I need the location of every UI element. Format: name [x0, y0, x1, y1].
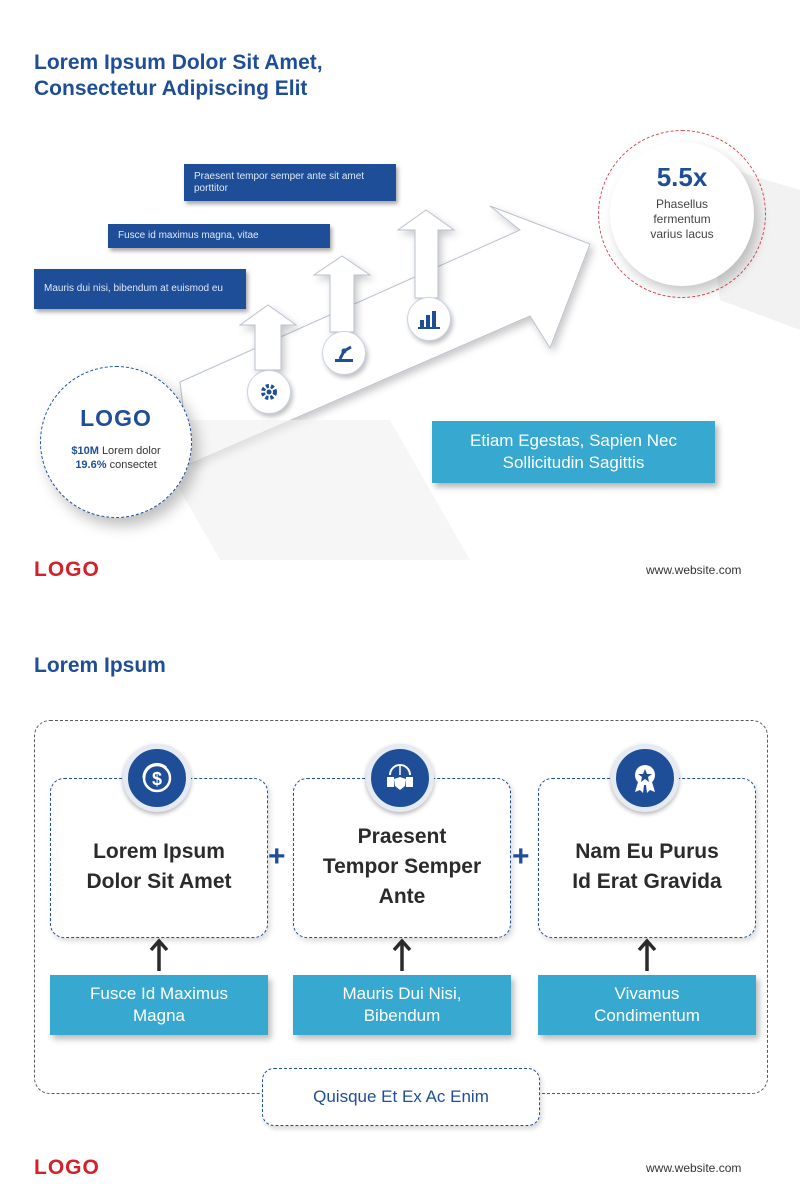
stat2-value: 19.6%: [75, 459, 107, 471]
card-3: Nam Eu Purus Id Erat Gravida: [538, 778, 756, 938]
callout-praesent-text: Praesent tempor semper ante sit amet por…: [194, 170, 365, 194]
target-ring: [598, 130, 766, 298]
callout-mauris-text: Mauris dui nisi, bibendum at euismod eu: [44, 283, 223, 294]
website-link-2[interactable]: www.website.com: [646, 1161, 742, 1175]
company-stats: $10M Lorem dolor 19.6% consectet: [41, 444, 191, 472]
callout-mauris: Mauris dui nisi, bibendum at euismod eu: [34, 269, 246, 309]
card-1-text: Lorem Ipsum Dolor Sit Amet: [86, 840, 232, 893]
slide1-title: Lorem Ipsum Dolor Sit Amet, Consectetur …: [34, 51, 323, 100]
arrow-up-icon: [149, 938, 169, 971]
arrow-up-icon: [392, 938, 412, 971]
callout-praesent: Praesent tempor semper ante sit amet por…: [184, 164, 396, 201]
target-value: 5.5x: [656, 162, 708, 192]
card-2: Praesent Tempor Semper Ante: [293, 778, 511, 938]
robot-arm-icon: [322, 331, 366, 375]
bottom-box-text: Quisque Et Ex Ac Enim: [313, 1087, 489, 1106]
award-badge-icon: [611, 744, 679, 812]
target-label: Phasellus fermentum varius lacus: [650, 197, 714, 241]
footer-logo-2: LOGO: [34, 1156, 100, 1179]
sub-box-2-text: Mauris Dui Nisi, Bibendum: [342, 984, 462, 1025]
footer-logo-1: LOGO: [34, 558, 100, 581]
callout-fusce: Fusce id maximus magna, vitae: [108, 224, 330, 248]
sub-box-3: Vivamus Condimentum: [538, 975, 756, 1035]
card-3-text: Nam Eu Purus Id Erat Gravida: [572, 840, 722, 893]
highlight-text: Etiam Egestas, Sapien Nec Sollicitudin S…: [470, 431, 677, 472]
callout-fusce-text: Fusce id maximus magna, vitae: [118, 230, 259, 241]
stat-row-1: $10M Lorem dolor: [41, 444, 191, 458]
stat-row-2: 19.6% consectet: [41, 458, 191, 472]
svg-text:$: $: [152, 769, 162, 789]
bar-chart-icon: [407, 297, 451, 341]
website-link-1[interactable]: www.website.com: [646, 563, 742, 577]
stat1-value: $10M: [71, 445, 99, 457]
dollar-cycle-icon: $: [123, 744, 191, 812]
sub-box-2: Mauris Dui Nisi, Bibendum: [293, 975, 511, 1035]
company-logo: LOGO: [80, 405, 152, 431]
highlight-box: Etiam Egestas, Sapien Nec Sollicitudin S…: [432, 421, 715, 483]
target-circle: 5.5x Phasellus fermentum varius lacus: [610, 142, 754, 286]
stat1-label: Lorem dolor: [101, 445, 161, 457]
arrow-up-icon: [637, 938, 657, 971]
sub-box-1-text: Fusce Id Maximus Magna: [90, 984, 228, 1025]
company-circle: LOGO $10M Lorem dolor 19.6% consectet: [40, 366, 192, 518]
card-2-text: Praesent Tempor Semper Ante: [322, 825, 482, 908]
plus-icon: +: [268, 840, 286, 873]
stat2-label: consectet: [109, 459, 157, 471]
plus-icon: +: [512, 840, 530, 873]
sub-box-3-text: Vivamus Condimentum: [594, 984, 700, 1025]
slide2-title: Lorem Ipsum: [34, 654, 166, 677]
gear-icon: [247, 370, 291, 414]
sub-box-1: Fusce Id Maximus Magna: [50, 975, 268, 1035]
bottom-box: Quisque Et Ex Ac Enim: [262, 1068, 540, 1126]
globe-shield-icon: [366, 744, 434, 812]
